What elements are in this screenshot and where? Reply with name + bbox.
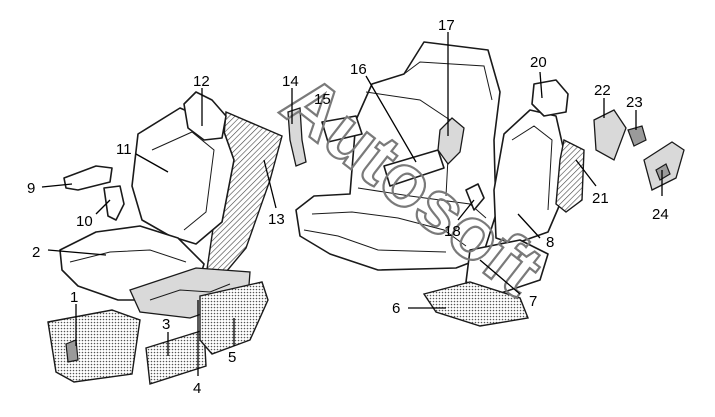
right-seat-cushion xyxy=(465,239,549,295)
callout-15: 15 xyxy=(314,91,331,108)
front-armrest xyxy=(63,165,113,191)
leader-lines xyxy=(41,32,663,376)
callout-14: 14 xyxy=(282,73,299,90)
callout-4: 4 xyxy=(193,380,201,397)
callout-5: 5 xyxy=(228,349,236,366)
callout-21: 21 xyxy=(592,190,609,207)
callout-8: 8 xyxy=(546,234,554,251)
callout-3: 3 xyxy=(162,316,170,333)
callout-20: 20 xyxy=(530,54,547,71)
right-seat-rail-6 xyxy=(422,281,529,327)
callout-1: 1 xyxy=(70,289,78,306)
front-seat-right xyxy=(422,79,585,327)
rear-seat-assembly xyxy=(295,41,501,271)
headrest-front xyxy=(183,91,227,141)
callout-7: 7 xyxy=(529,293,537,310)
side-trim-1 xyxy=(47,309,141,383)
callout-12: 12 xyxy=(193,73,210,90)
callout-22: 22 xyxy=(594,82,611,99)
callout-16: 16 xyxy=(350,61,367,78)
side-trim-3 xyxy=(145,329,207,385)
part-23 xyxy=(627,125,647,147)
callout-23: 23 xyxy=(626,94,643,111)
callout-10: 10 xyxy=(76,213,93,230)
part-15-block xyxy=(321,115,363,143)
callout-labels: 1 2 3 4 5 6 7 8 9 10 11 12 13 14 15 16 1… xyxy=(27,17,669,397)
callout-2: 2 xyxy=(32,244,40,261)
side-panel-21 xyxy=(555,138,585,213)
callout-17: 17 xyxy=(438,17,455,34)
callout-13: 13 xyxy=(268,211,285,228)
rear-armrest xyxy=(383,149,445,187)
front-seat-left xyxy=(47,91,283,385)
callout-24: 24 xyxy=(652,206,669,223)
callout-11: 11 xyxy=(116,141,132,158)
part-22 xyxy=(593,109,627,161)
headrest-20 xyxy=(531,79,569,117)
callout-6: 6 xyxy=(392,300,400,317)
callout-18: 18 xyxy=(444,223,461,240)
callout-9: 9 xyxy=(27,180,35,197)
armrest-bracket xyxy=(103,185,125,221)
